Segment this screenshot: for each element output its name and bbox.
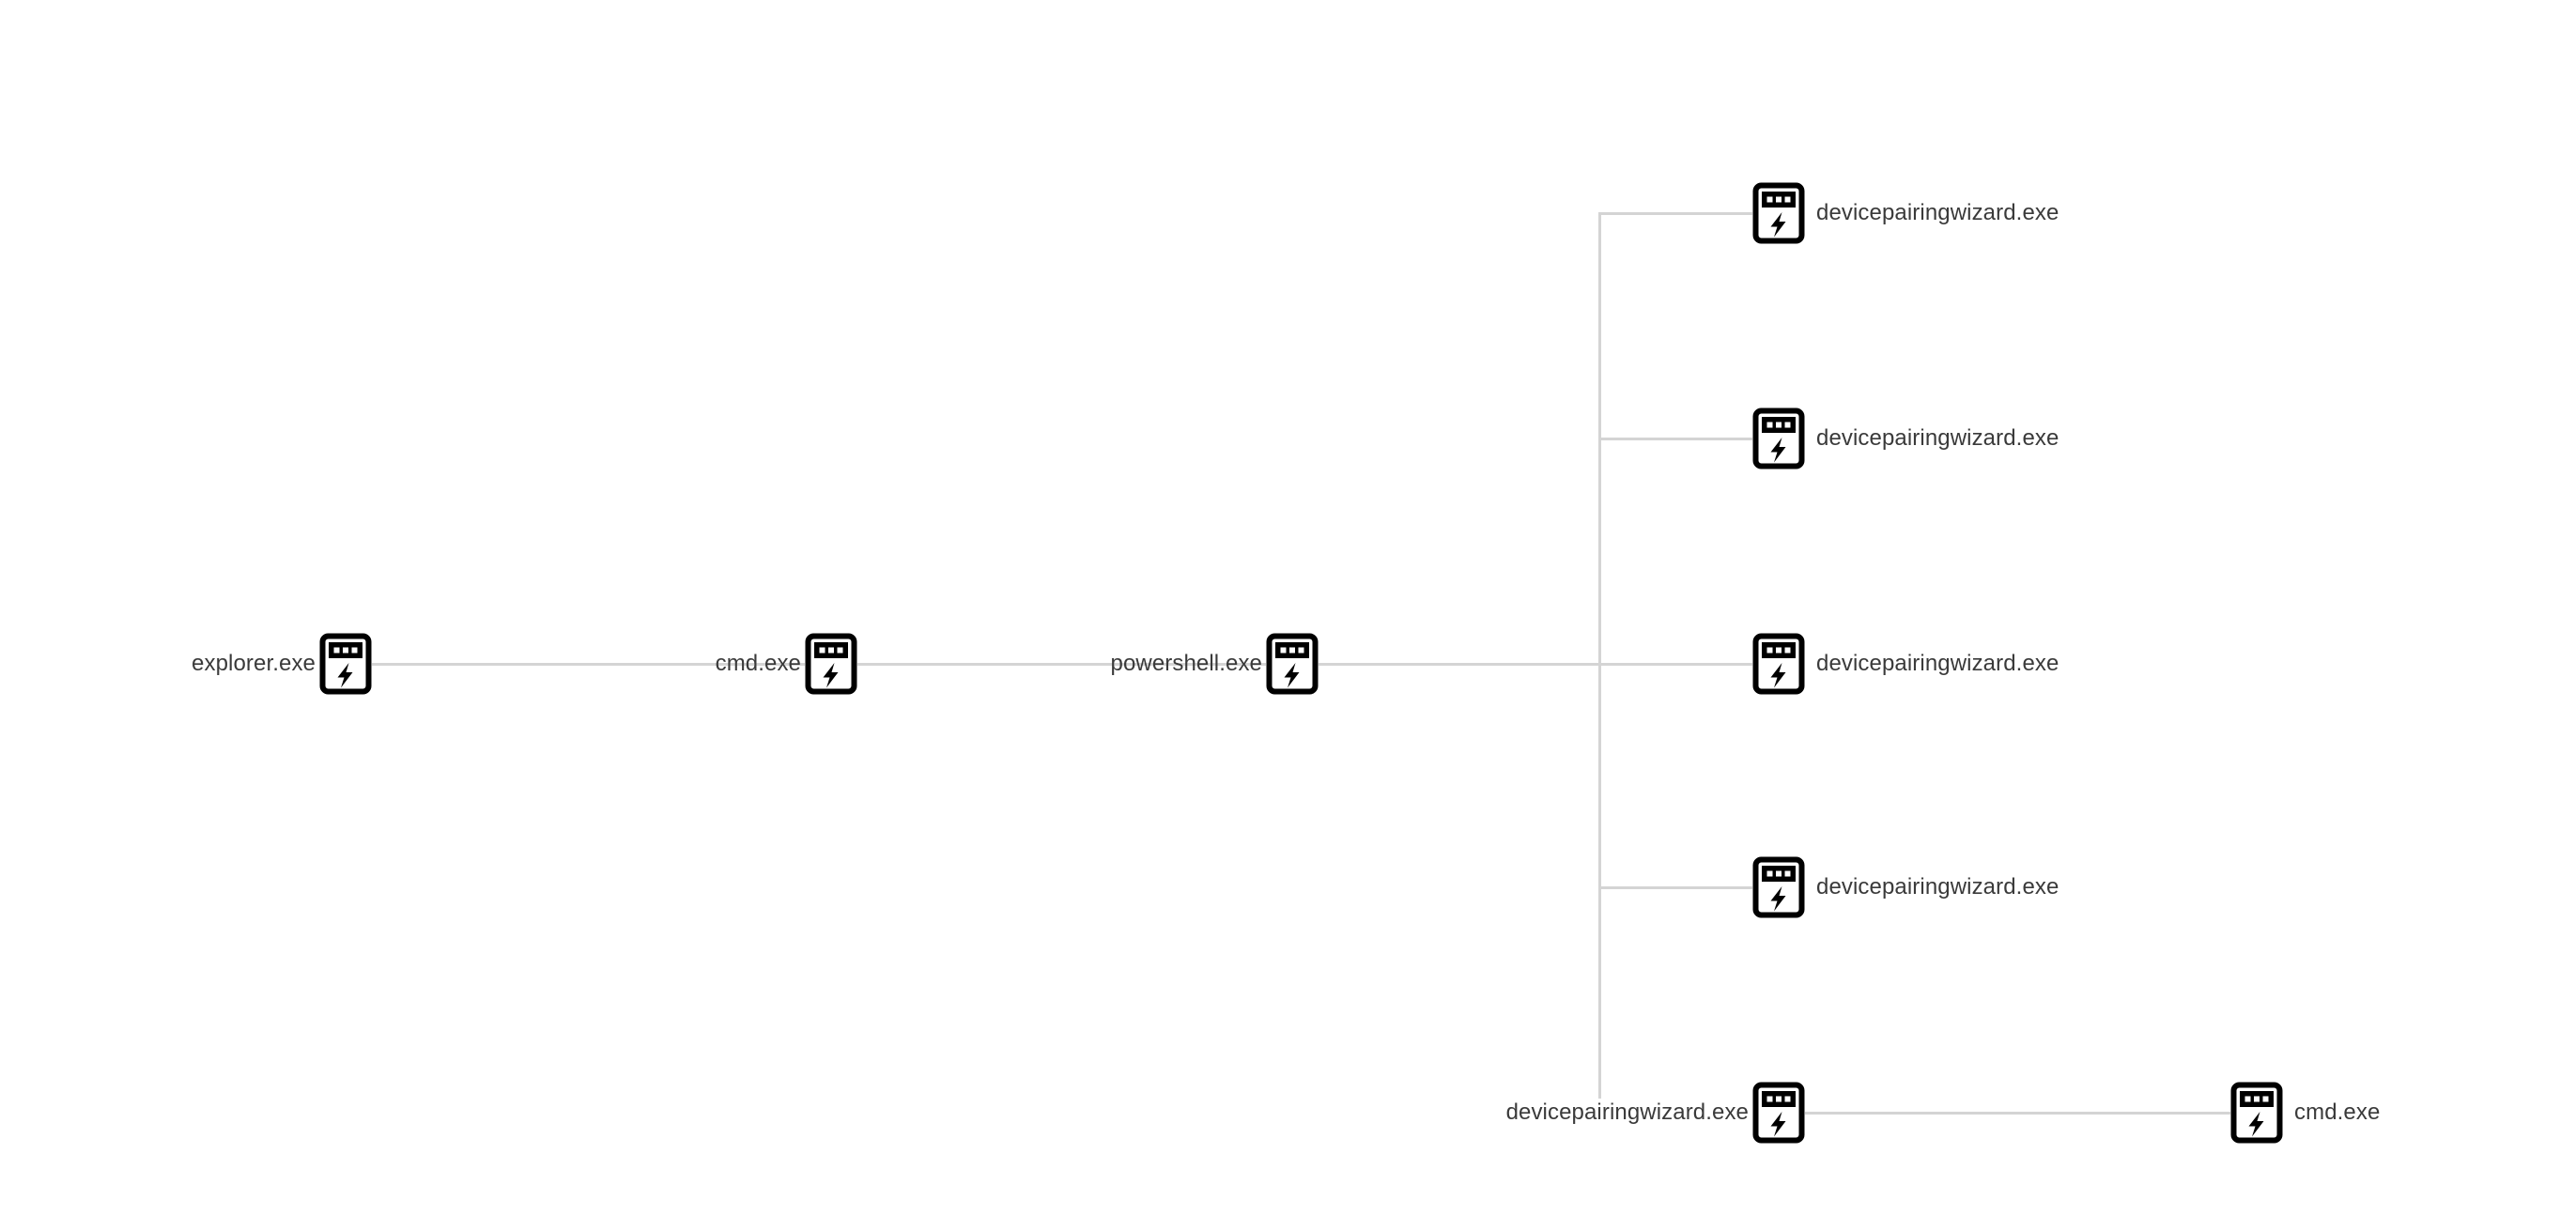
process-node[interactable]: devicepairingwizard.exe	[1506, 1082, 1805, 1144]
process-node-label: explorer.exe	[192, 651, 316, 676]
process-executable-icon[interactable]	[2230, 1082, 2283, 1144]
connector-line-horizontal	[1598, 438, 1752, 440]
process-node[interactable]: devicepairingwizard.exe	[1752, 856, 2059, 918]
connector-line-horizontal	[857, 663, 1266, 666]
process-executable-icon[interactable]	[1266, 633, 1319, 695]
connector-line-horizontal	[372, 663, 805, 666]
process-node[interactable]: devicepairingwizard.exe	[1752, 182, 2059, 244]
process-node-label: devicepairingwizard.exe	[1816, 651, 2059, 676]
process-node[interactable]: explorer.exe	[192, 633, 372, 695]
process-executable-icon[interactable]	[805, 633, 857, 695]
process-executable-icon[interactable]	[319, 633, 372, 695]
process-executable-icon[interactable]	[1752, 1082, 1805, 1144]
connector-line-horizontal	[1598, 663, 1752, 666]
process-node-label: devicepairingwizard.exe	[1816, 874, 2059, 900]
process-executable-icon[interactable]	[1752, 408, 1805, 469]
process-node[interactable]: powershell.exe	[1111, 633, 1319, 695]
process-executable-icon[interactable]	[1752, 633, 1805, 695]
process-node-label: cmd.exe	[2294, 1100, 2381, 1125]
process-executable-icon[interactable]	[1752, 856, 1805, 918]
process-node[interactable]: devicepairingwizard.exe	[1752, 408, 2059, 469]
process-executable-icon[interactable]	[1752, 182, 1805, 244]
process-node-label: devicepairingwizard.exe	[1505, 1100, 1749, 1125]
process-node[interactable]: devicepairingwizard.exe	[1752, 633, 2059, 695]
process-node[interactable]: cmd.exe	[716, 633, 857, 695]
connector-line-vertical	[1598, 213, 1601, 1099]
process-node-label: devicepairingwizard.exe	[1816, 425, 2059, 451]
process-node[interactable]: cmd.exe	[2230, 1082, 2380, 1144]
connector-line-horizontal	[1805, 1112, 2230, 1115]
process-node-label: devicepairingwizard.exe	[1816, 200, 2059, 225]
process-node-label: powershell.exe	[1110, 651, 1262, 676]
process-node-label: cmd.exe	[715, 651, 801, 676]
connector-line-horizontal	[1598, 212, 1752, 215]
connector-line-horizontal	[1598, 886, 1752, 889]
connector-line-horizontal	[1319, 663, 1601, 666]
